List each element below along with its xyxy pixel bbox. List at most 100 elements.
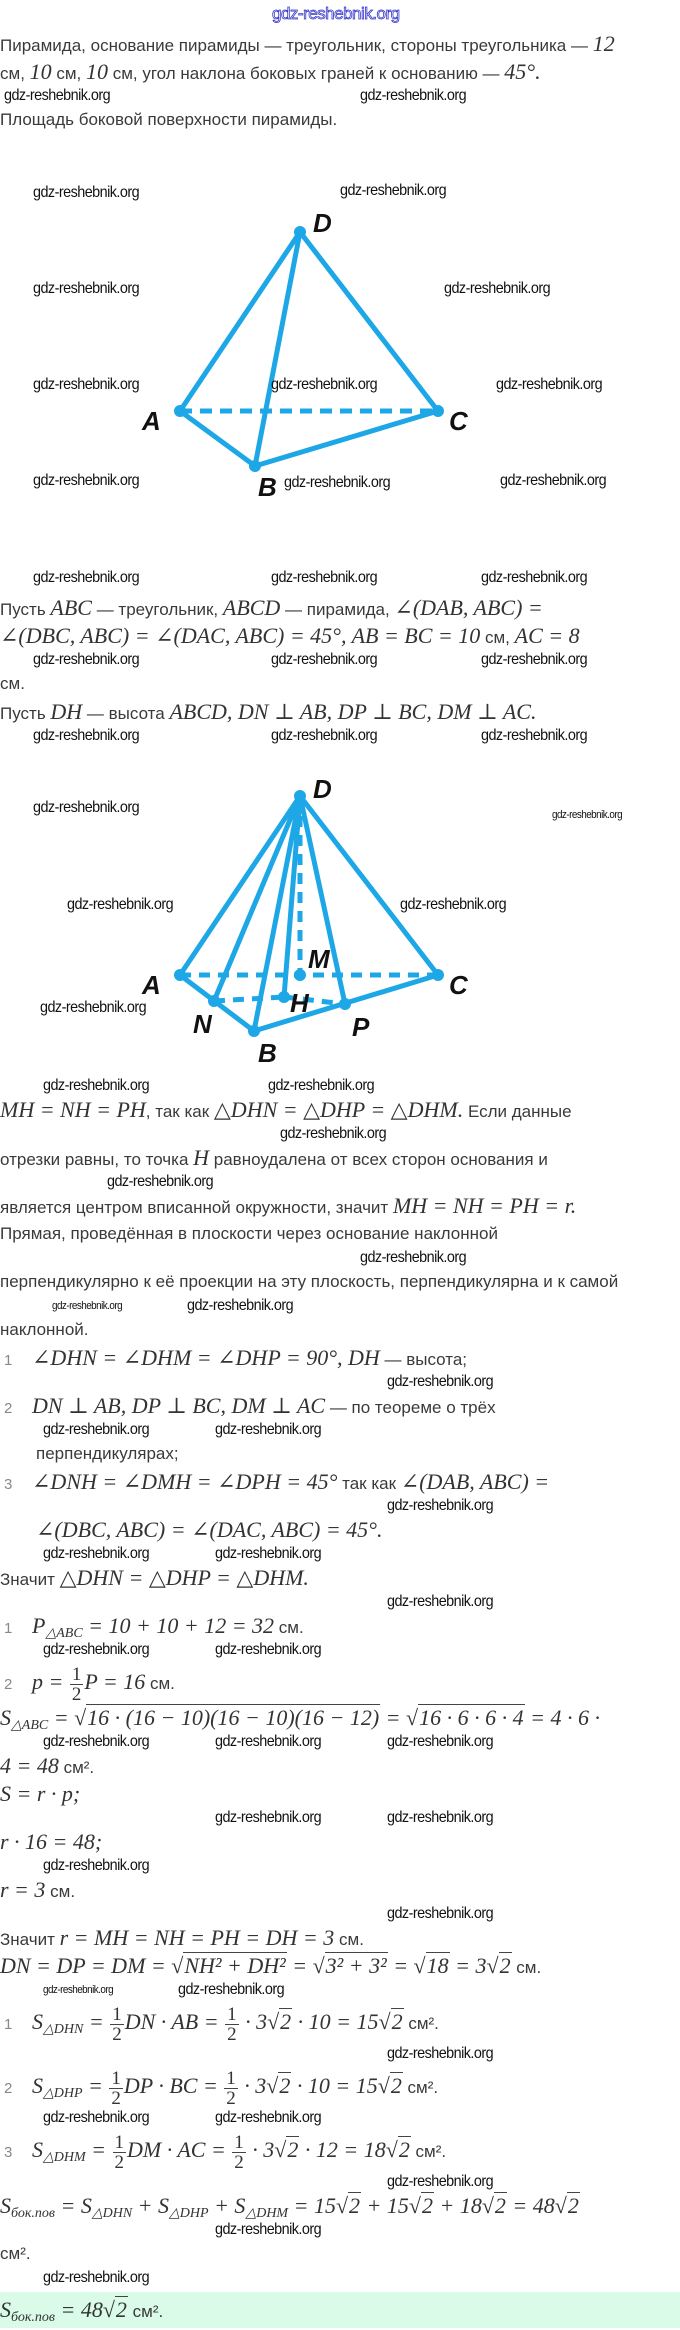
radical-sign-icon: √ (171, 1953, 184, 1978)
math: + 15 (361, 2193, 409, 2218)
text-line: MH = NH = PH, так как △DHN = △DHP = △DHM… (0, 1096, 680, 1124)
watermark-text: gdz-reshebnik.org (33, 472, 140, 489)
label-m: M (308, 944, 331, 974)
text-line: r = 3 см. (0, 1876, 680, 1904)
text: см². (403, 2014, 439, 2033)
text: равноудалена от всех сторон основания и (209, 1150, 548, 1169)
watermark-text: gdz-reshebnik.org (481, 569, 588, 586)
math: = 48 (506, 2193, 555, 2218)
text: см². (402, 2078, 439, 2097)
text-line: перпендикулярно к её проекции на эту пло… (0, 1268, 680, 1296)
square-root: √NH² + DH² (171, 1952, 287, 1978)
watermark-text: gdz-reshebnik.org (33, 799, 140, 816)
square-root: √2 (266, 2072, 292, 2098)
text: см. (334, 1930, 364, 1949)
watermark-text: gdz-reshebnik.org (107, 1173, 214, 1190)
watermark-row: gdz-reshebnik.org gdz-reshebnik.org (0, 1808, 680, 1828)
math: = (82, 2073, 109, 2098)
vertex-d (294, 226, 306, 238)
text-line: наклонной. (0, 1316, 680, 1344)
list-number: 2 (4, 2080, 13, 2097)
math: · 10 = 15 (291, 2073, 378, 2098)
radicand: 2 (390, 2008, 404, 2034)
math: S (32, 2073, 43, 2098)
math-subscript: △DHN (91, 2206, 133, 2221)
edge-da (177, 229, 303, 414)
edge-ab (177, 408, 258, 469)
text-line: см, 10 см, 10 см, угол наклона боковых г… (0, 58, 680, 86)
square-root: √2 (267, 2008, 293, 2034)
site-logo[interactable]: gdz-reshebnik.org (272, 4, 401, 24)
text: см². (410, 2142, 447, 2161)
text: см, (51, 64, 86, 83)
watermark-text: gdz-reshebnik.org (215, 1545, 322, 1562)
label-a: A (141, 970, 161, 1000)
radicand: 2 (397, 2136, 411, 2162)
square-root: √2 (103, 2296, 128, 2322)
watermark-text: gdz-reshebnik.org (387, 1905, 494, 1922)
numerator: 1 (224, 2068, 238, 2090)
math: = 4 · 6 · (524, 1705, 600, 1730)
numerator: 1 (225, 2004, 239, 2026)
numerator: 1 (232, 2132, 246, 2154)
text: — высота (82, 704, 170, 723)
radicand: 3² + 3² (324, 1952, 388, 1978)
text: Пусть (0, 704, 51, 723)
text-line: Пусть DH — высота ABCD, DN ⊥ AB, DP ⊥ BC… (0, 698, 680, 726)
label-p: P (352, 1012, 370, 1042)
radical-sign-icon: √ (385, 2137, 398, 2162)
math: = (387, 1953, 414, 1978)
label-a: A (141, 406, 161, 436)
math: r · 16 = 48; (0, 1829, 103, 1854)
watermark-text: gdz-reshebnik.org (500, 472, 607, 489)
square-root: √2 (274, 2136, 300, 2162)
point-n (208, 995, 220, 1007)
math: = (48, 1705, 75, 1730)
edge-dc (297, 229, 441, 414)
watermark-row: gdz-reshebnik.org (0, 1856, 680, 1876)
watermark-text: gdz-reshebnik.org (52, 1300, 123, 1312)
math: p = (32, 1669, 69, 1694)
watermark-text: gdz-reshebnik.org (268, 1077, 375, 1094)
text: см, угол наклона боковых граней к основа… (108, 64, 505, 83)
list-number: 1 (4, 1620, 13, 1637)
watermark-text: gdz-reshebnik.org (387, 1497, 494, 1514)
text-line: r · 16 = 48; (0, 1828, 680, 1856)
watermark-row: gdz-reshebnik.org (0, 1496, 680, 1516)
square-root: √16 · (16 − 10)(16 − 10)(16 − 12) (74, 1704, 381, 1730)
text: см. (274, 1618, 304, 1637)
watermark-text: gdz-reshebnik.org (271, 569, 378, 586)
math: S (32, 2137, 43, 2162)
watermark-text: gdz-reshebnik.org (481, 651, 588, 668)
math: AC = 8 (514, 623, 580, 648)
watermark-text: gdz-reshebnik.org (40, 999, 147, 1016)
text-line: Пирамида, основание пирамиды — треугольн… (0, 30, 680, 58)
watermark-text: gdz-reshebnik.org (215, 1809, 322, 1826)
math: S (0, 1705, 11, 1730)
text: см². (58, 1758, 95, 1777)
numerator: 1 (109, 2068, 123, 2090)
text: наклонной. (0, 1320, 89, 1339)
math: DN · AB = (124, 2009, 225, 2034)
text: — по теореме о трёх (325, 1398, 496, 1417)
radicand: 2 (348, 2192, 362, 2218)
watermark-text: gdz-reshebnik.org (387, 1809, 494, 1826)
math: DH (50, 699, 83, 724)
math: ∠(DAB, ABC) = (400, 1469, 550, 1494)
math: 45°. (504, 59, 541, 84)
text: перпендикулярно к её проекции на эту пло… (0, 1272, 619, 1291)
watermark-text: gdz-reshebnik.org (444, 280, 551, 297)
denominator: 2 (112, 2024, 122, 2046)
math: 12 (592, 31, 615, 56)
list-number: 1 (4, 1352, 13, 1369)
watermark-text: gdz-reshebnik.org (271, 727, 378, 744)
text-line: DN = DP = DM = √NH² + DH² = √3² + 3² = √… (0, 1952, 680, 1980)
point-m (294, 969, 306, 981)
math: · 3 (239, 2009, 268, 2034)
